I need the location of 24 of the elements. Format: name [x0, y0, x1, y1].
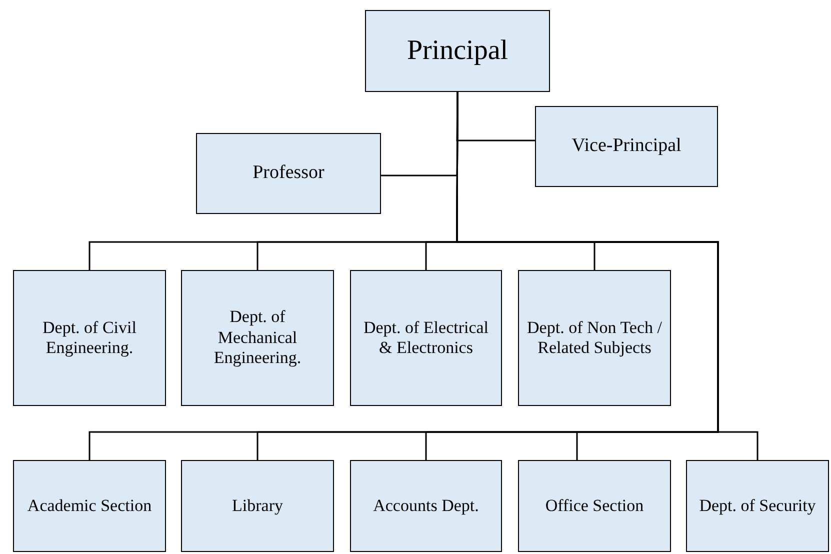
box-label: Dept. of Electrical & Electronics	[362, 318, 490, 358]
box-label: Dept. of Security	[698, 496, 817, 516]
org-box	[518, 270, 671, 406]
org-box	[350, 270, 502, 406]
org-box	[518, 460, 671, 552]
box-label: Academic Section	[26, 496, 153, 516]
box-label: Vice-Principal	[570, 135, 682, 158]
org-box	[196, 133, 381, 214]
org-box	[181, 270, 334, 406]
org-box	[686, 460, 829, 552]
box-label: Office Section	[544, 496, 645, 516]
org-box	[13, 460, 166, 552]
box-label: Principal	[406, 34, 510, 68]
box-label: Library	[231, 496, 284, 516]
box-label: Dept. of Civil Engineering.	[42, 318, 138, 358]
org-box	[350, 460, 502, 552]
box-label: Accounts Dept.	[372, 496, 480, 516]
box-label: Professor	[252, 162, 326, 185]
org-box	[535, 106, 718, 187]
org-box	[181, 460, 334, 552]
org-box	[365, 10, 550, 92]
box-label: Dept. of Mechanical Engineering.	[212, 307, 302, 369]
box-label: Dept. of Non Tech / Related Subjects	[526, 318, 663, 358]
org-box	[13, 270, 166, 406]
